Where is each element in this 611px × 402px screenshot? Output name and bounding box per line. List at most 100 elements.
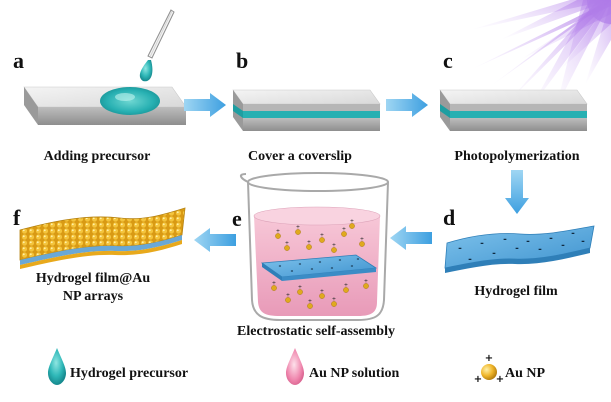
svg-text:+: + [364, 279, 368, 285]
negative-charge-mark: - [526, 237, 530, 247]
panel-f: f Hydrogel film@Au NP arrays [13, 205, 186, 304]
arrow-d-to-e [390, 226, 432, 250]
negative-charge-mark: - [561, 241, 565, 251]
svg-text:+: + [285, 241, 289, 247]
au-np-particle: + [359, 237, 365, 247]
negative-charge-mark: - [468, 255, 472, 265]
negative-charge-mark: - [319, 258, 322, 266]
au-np-particle: + [306, 240, 312, 250]
au-np-particle: + [285, 293, 291, 303]
au-np-particle: + [295, 225, 301, 235]
panel-e: e --------- +++++++++++++++++ Electrosta… [232, 172, 395, 339]
panel-a-caption: Adding precursor [44, 149, 151, 164]
arrow-a-to-b [184, 93, 226, 117]
svg-text:+: + [276, 229, 280, 235]
au-np-particle: + [331, 297, 337, 307]
pipette-icon [147, 9, 175, 59]
negative-charge-mark: - [279, 262, 282, 270]
negative-charges-d: ------------ [458, 229, 585, 265]
au-np-particle: + [343, 283, 349, 293]
negative-charge-mark: - [571, 229, 575, 239]
panel-e-caption: Electrostatic self-assembly [237, 324, 395, 339]
negative-charge-mark: - [549, 234, 553, 244]
au-np-particle: + [307, 299, 313, 309]
au-np-particle: + [284, 241, 290, 251]
au-np-particle: + [349, 219, 355, 229]
au-np-particle: + [363, 279, 369, 289]
negative-charge-mark: - [503, 235, 507, 245]
negative-charge-mark: - [299, 260, 302, 268]
svg-text:+: + [344, 283, 348, 289]
panel-b: b Cover a coverslip [232, 48, 381, 164]
panel-d-caption: Hydrogel film [474, 284, 558, 299]
au-np-particle: + [341, 227, 347, 237]
au-np-particle: + [275, 229, 281, 239]
svg-text:+: + [342, 227, 346, 233]
hydrogel-film-e [260, 254, 378, 281]
gold-array-film [19, 207, 186, 269]
gold-nanoparticle-icon: + + + [474, 353, 504, 385]
negative-charge-mark: - [331, 264, 334, 272]
svg-text:+: + [350, 219, 354, 225]
svg-text:+: + [298, 285, 302, 291]
arrow-b-to-c [386, 93, 428, 117]
au-np-particle: + [331, 243, 337, 253]
negative-charge-mark: - [458, 244, 462, 254]
panel-c-caption: Photopolymerization [454, 149, 579, 164]
panel-f-caption-line1: Hydrogel film@Au [36, 271, 150, 286]
svg-text:+: + [296, 225, 300, 231]
negative-charge-mark: - [581, 237, 585, 247]
negative-charge-mark: - [515, 244, 519, 254]
au-np-particle: + [297, 285, 303, 295]
panel-a-letter: a [13, 48, 24, 73]
panel-c: c Photopolymerization [439, 0, 611, 164]
svg-text:+: + [332, 297, 336, 303]
svg-text:+: + [272, 281, 276, 287]
au-np-particles-e: + + + + + + + + + + + + + + + + + [271, 219, 369, 309]
negative-charges-e: --------- [279, 255, 360, 275]
panel-b-letter: b [236, 48, 248, 73]
negative-charge-mark: - [339, 256, 342, 264]
legend-label-au-np-solution: Au NP solution [309, 366, 399, 381]
au-np-particle: + [271, 281, 277, 291]
beaker-icon [240, 172, 389, 321]
negative-charge-mark: - [480, 239, 484, 249]
panel-e-letter: e [232, 206, 242, 231]
panel-d: d ------------ Hydrogel film [443, 205, 595, 299]
legend-label-hydrogel-precursor: Hydrogel precursor [70, 366, 188, 381]
arrow-c-to-d [505, 170, 529, 214]
svg-text:+: + [320, 289, 324, 295]
precursor-puddle [100, 87, 160, 115]
negative-charge-mark: - [492, 249, 496, 259]
negative-charge-mark: - [351, 262, 354, 270]
uv-light-rays [470, 0, 611, 108]
hydrogel-film-d [444, 225, 595, 273]
arrow-e-to-f [194, 228, 236, 252]
panel-a: a Adding precursor [13, 9, 187, 164]
svg-text:+: + [320, 233, 324, 239]
svg-text:+: + [286, 293, 290, 299]
panel-d-letter: d [443, 205, 455, 230]
panel-c-letter: c [443, 48, 453, 73]
negative-charge-mark: - [311, 265, 314, 273]
glass-slide-c [439, 89, 588, 131]
legend-item-hydrogel-precursor: Hydrogel precursor [48, 348, 188, 385]
negative-charge-mark: - [357, 255, 360, 263]
precursor-drop [139, 60, 153, 82]
pink-droplet-icon [286, 348, 304, 385]
precursor-layer-c [450, 111, 587, 118]
legend-item-au-np-solution: Au NP solution [286, 348, 399, 385]
negative-charge-mark: - [291, 267, 294, 275]
svg-text:+: + [332, 243, 336, 249]
panel-f-caption-line2: NP arrays [63, 289, 124, 304]
panel-b-caption: Cover a coverslip [248, 149, 352, 164]
legend-label-au-np: Au NP [505, 366, 546, 381]
legend: Hydrogel precursor Au NP solution + + + … [48, 348, 546, 385]
precursor-layer-b [243, 111, 380, 118]
svg-text:+: + [496, 374, 504, 385]
svg-text:+: + [474, 374, 482, 385]
teal-droplet-icon [48, 348, 66, 385]
au-np-particle: + [319, 233, 325, 243]
